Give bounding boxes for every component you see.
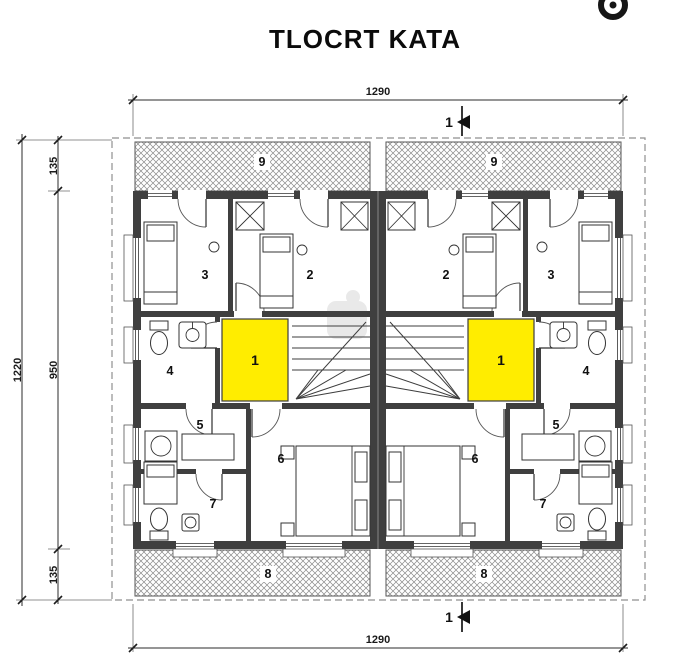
room-labels: 9 9 3 2 2 3 4 4 1 1 5 5 6 6 7 7 8 8 — [167, 154, 590, 582]
section-marker-top: 1 — [445, 106, 470, 136]
room-label-5-left: 5 — [197, 418, 204, 432]
room-label-3-right: 3 — [548, 268, 555, 282]
section-arrow-icon — [457, 610, 470, 624]
dimension-top: 1290 — [128, 86, 628, 136]
room-label-1-left: 1 — [251, 352, 259, 368]
room-label-8-right: 8 — [481, 567, 488, 581]
room-label-9-left: 9 — [259, 155, 266, 169]
watermark — [327, 290, 367, 339]
dim-label-total-height: 1220 — [12, 358, 24, 382]
logo-mark — [598, 0, 628, 20]
room-label-2-right: 2 — [443, 268, 450, 282]
room-label-4-right: 4 — [583, 364, 590, 378]
room-label-6-right: 6 — [472, 452, 479, 466]
room-label-2-left: 2 — [307, 268, 314, 282]
dim-label-top: 1290 — [366, 86, 390, 98]
room-label-6-left: 6 — [278, 452, 285, 466]
unit-left — [123, 141, 379, 597]
room-label-7-left: 7 — [210, 497, 217, 511]
room-label-5-right: 5 — [553, 418, 560, 432]
section-marker-bottom: 1 — [445, 602, 470, 632]
room-label-9-right: 9 — [491, 155, 498, 169]
dim-label-bottom: 1290 — [366, 634, 390, 646]
dim-label-seg-top: 135 — [48, 157, 60, 175]
room-label-1-right: 1 — [497, 352, 505, 368]
section-label-bottom: 1 — [445, 609, 453, 625]
dimension-left-outer: 1220 — [12, 134, 112, 606]
drawing-title: TLOCRT KATA — [269, 24, 461, 54]
room-label-3-left: 3 — [202, 268, 209, 282]
unit-right-mirrored — [377, 141, 633, 597]
room-label-4-left: 4 — [167, 364, 174, 378]
section-arrow-icon — [457, 115, 470, 129]
roof-outline-dashed — [111, 137, 646, 601]
dimension-bottom: 1290 — [128, 604, 628, 653]
room-label-8-left: 8 — [265, 567, 272, 581]
dimension-left-inner: 135 950 135 — [48, 135, 70, 605]
dim-label-seg-bottom: 135 — [48, 566, 60, 584]
logo-ring — [598, 0, 628, 20]
dim-label-seg-middle: 950 — [48, 361, 60, 379]
section-label-top: 1 — [445, 114, 453, 130]
logo-dot — [609, 1, 617, 9]
room-label-7-right: 7 — [540, 497, 547, 511]
